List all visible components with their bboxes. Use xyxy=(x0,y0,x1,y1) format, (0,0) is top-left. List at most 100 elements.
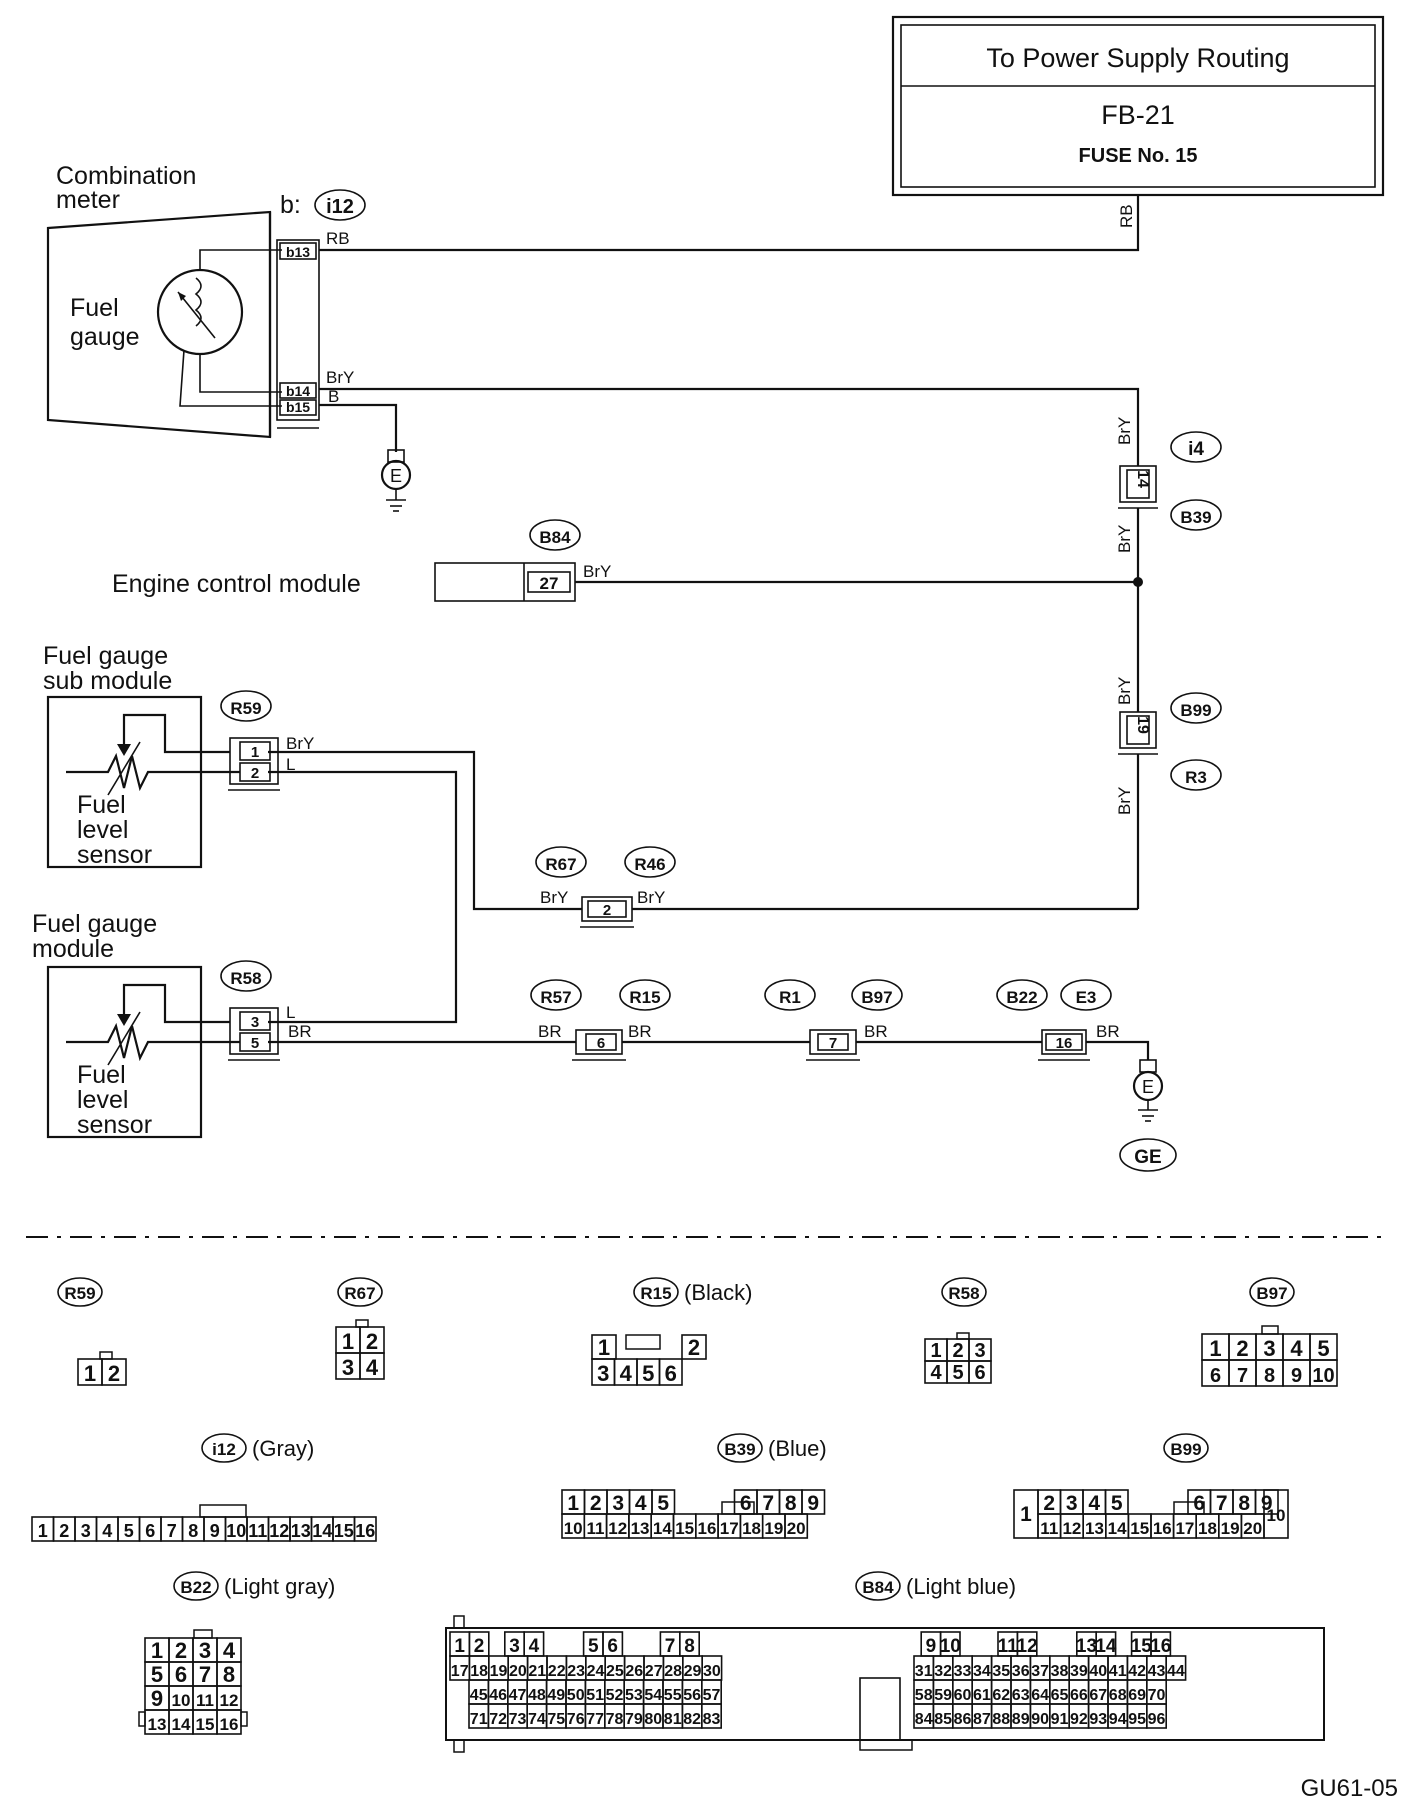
face-b84-pin: 53 xyxy=(625,1687,643,1704)
face-b39-pin: 15 xyxy=(675,1519,694,1538)
face-b84-pin: 44 xyxy=(1167,1663,1185,1680)
face-r59-name: R59 xyxy=(64,1284,95,1303)
wire-bry-sub: BrY xyxy=(286,734,314,753)
face-b99-pin: 20 xyxy=(1243,1519,1262,1538)
face-b84-pin: 52 xyxy=(606,1687,624,1704)
face-r67-pin: 4 xyxy=(366,1355,379,1380)
face-r15-pin: 6 xyxy=(665,1361,677,1386)
wire-br-e3: BR xyxy=(1096,1022,1120,1041)
meter-conn-code: i12 xyxy=(326,196,354,218)
face-b39-pin: 11 xyxy=(586,1519,604,1538)
face-b99-pin: 13 xyxy=(1085,1519,1104,1538)
face-b84-pin: 64 xyxy=(1031,1687,1049,1704)
wire-bry-label-b14: BrY xyxy=(326,368,354,387)
fuel-gauge-sub-module: Fuel gauge sub module Fuel level sensor … xyxy=(43,642,314,869)
face-b84-pin: 51 xyxy=(586,1687,604,1704)
face-b99-pin: 7 xyxy=(1216,1492,1228,1515)
face-b84-pin: 11 xyxy=(998,1636,1019,1657)
ecm-conn: B84 xyxy=(539,528,571,547)
wire-rb-label: RB xyxy=(326,229,350,248)
face-b84-pin: 70 xyxy=(1148,1687,1166,1704)
face-r15-pin: 2 xyxy=(688,1335,700,1360)
power-supply-box: To Power Supply Routing FB-21 FUSE No. 1… xyxy=(891,15,1385,197)
face-r58-pin: 5 xyxy=(952,1362,963,1384)
face-b84-pin: 92 xyxy=(1070,1711,1088,1728)
face-b97-pin: 7 xyxy=(1237,1365,1248,1387)
face-b97-name: B97 xyxy=(1256,1284,1287,1303)
face-b97-pin: 9 xyxy=(1291,1365,1302,1387)
face-i12-badge xyxy=(201,1433,247,1463)
face-i12-pin: 15 xyxy=(334,1521,354,1541)
face-b84-pin: 82 xyxy=(683,1711,701,1728)
face-b84-pin: 23 xyxy=(567,1663,585,1680)
face-b22-badge xyxy=(173,1571,219,1601)
pin-b15: b15 xyxy=(286,399,310,415)
wire-bry-label-ecm: BrY xyxy=(583,562,611,581)
face-b97-pin: 3 xyxy=(1263,1336,1275,1361)
joint-e3: E3 xyxy=(1076,988,1097,1007)
meter-title-1: Combination xyxy=(56,162,196,190)
face-b22-pin: 9 xyxy=(151,1686,163,1711)
face-b99-pin: 15 xyxy=(1130,1519,1149,1538)
face-r67-pin: 3 xyxy=(342,1355,354,1380)
face-b22-pin: 11 xyxy=(196,1691,214,1710)
joint-i4: i4 xyxy=(1188,439,1204,460)
face-b39-name: B39 xyxy=(724,1440,755,1459)
face-b99-pin: 1 xyxy=(1020,1503,1032,1526)
face-b84-pin: 58 xyxy=(915,1687,933,1704)
face-b22-pin: 3 xyxy=(199,1638,211,1663)
face-b84-pin: 8 xyxy=(684,1636,695,1657)
mod-sensor-3: sensor xyxy=(77,1111,152,1139)
pin-b13: b13 xyxy=(286,244,310,260)
face-b84-pin: 96 xyxy=(1148,1711,1166,1728)
face-b39-badge xyxy=(717,1433,763,1463)
face-b22-name: B22 xyxy=(180,1578,211,1597)
face-b84-pin: 89 xyxy=(1012,1711,1030,1728)
module-title-2: module xyxy=(32,935,114,963)
face-b84-pin: 94 xyxy=(1109,1711,1127,1728)
face-b84-pin: 93 xyxy=(1089,1711,1107,1728)
face-b84-pin: 95 xyxy=(1128,1711,1146,1728)
face-b84-pin: 9 xyxy=(926,1636,937,1657)
face-b22-pin: 10 xyxy=(172,1691,191,1710)
face-b84-pin: 13 xyxy=(1076,1636,1097,1657)
r59-pin-1: 1 xyxy=(251,744,259,761)
face-b39-pin: 18 xyxy=(742,1519,761,1538)
face-b39-pin: 2 xyxy=(590,1492,602,1515)
face-b84-pin: 29 xyxy=(684,1663,702,1680)
wire-br-r58: BR xyxy=(288,1022,312,1041)
face-r15-name: R15 xyxy=(640,1284,671,1303)
face-b22-pin: 14 xyxy=(172,1715,191,1734)
face-b84-pin: 48 xyxy=(528,1687,546,1704)
face-b84-pin: 63 xyxy=(1012,1687,1030,1704)
face-b84-pin: 84 xyxy=(915,1711,933,1728)
face-b84-pin: 61 xyxy=(973,1687,991,1704)
face-b84-pin: 33 xyxy=(954,1663,972,1680)
face-b84-pin: 68 xyxy=(1109,1687,1127,1704)
face-b39-pin: 20 xyxy=(787,1519,806,1538)
wire-rb-label-v: RB xyxy=(1117,204,1136,228)
pin-14: 14 xyxy=(1134,470,1151,488)
combination-meter: Combination meter Fuel gauge b: i12 b13 … xyxy=(46,162,366,439)
face-b22-pin: 8 xyxy=(223,1662,235,1687)
face-b39-pin: 1 xyxy=(567,1492,579,1515)
face-b99-pin: 8 xyxy=(1238,1492,1250,1515)
face-b84-pin: 24 xyxy=(587,1663,605,1680)
face-b84-pin: 2 xyxy=(474,1636,485,1657)
pin-16-joint: 16 xyxy=(1056,1035,1073,1052)
face-b84-pin: 80 xyxy=(644,1711,662,1728)
pin-7-joint: 7 xyxy=(829,1035,837,1052)
face-r67-pin: 2 xyxy=(366,1329,378,1354)
joint-r15: R15 xyxy=(629,988,660,1007)
face-b22-pin: 5 xyxy=(151,1662,163,1687)
joint-r3: R3 xyxy=(1185,768,1207,787)
face-b39-pin: 5 xyxy=(657,1492,669,1515)
wire-bry-label-v3: BrY xyxy=(1115,677,1134,705)
face-r58-pin: 6 xyxy=(974,1362,985,1384)
ecm-pin: 27 xyxy=(540,574,559,593)
fuel-gauge-module: Fuel gauge module Fuel level sensor 3 5 … xyxy=(32,910,295,1139)
wires: RB RB BrY BrY B 14 i4 B39 BrY Engine con… xyxy=(112,196,1222,1061)
pin-2-joint: 2 xyxy=(603,902,611,919)
pin-6-joint: 6 xyxy=(597,1035,605,1052)
wire-bry-r46: BrY xyxy=(637,888,665,907)
